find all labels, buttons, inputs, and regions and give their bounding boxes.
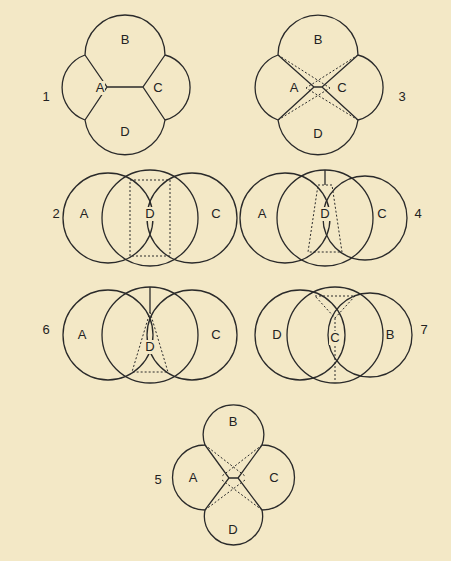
cell-label: C xyxy=(152,81,163,95)
cell-label: B xyxy=(313,33,324,47)
cell-label: B xyxy=(385,328,396,342)
cell-label: D xyxy=(312,127,323,141)
figure-number: 7 xyxy=(419,323,428,337)
cell-label: A xyxy=(188,471,199,485)
figure-number: 3 xyxy=(397,90,406,104)
cell-label: D xyxy=(227,523,238,537)
cell-label: C xyxy=(376,207,387,221)
cell-label: C xyxy=(210,207,221,221)
cell-label: C xyxy=(210,328,221,342)
figure-number: 5 xyxy=(153,473,162,487)
cell-label: C xyxy=(268,471,279,485)
figure-number: 6 xyxy=(41,323,50,337)
cell-label: C xyxy=(336,81,347,95)
cell-label: A xyxy=(95,81,106,95)
cell-label: C xyxy=(329,331,340,345)
cell-label: B xyxy=(228,415,239,429)
cell-label: A xyxy=(79,207,90,221)
cell-label: A xyxy=(257,207,268,221)
cell-label: D xyxy=(144,207,155,221)
cell-label: A xyxy=(289,81,300,95)
cell-label: A xyxy=(77,328,88,342)
figure-number: 1 xyxy=(41,90,50,104)
cell-label: D xyxy=(271,328,282,342)
cell-label: B xyxy=(120,33,131,47)
figure-number: 2 xyxy=(51,207,60,221)
cell-label: D xyxy=(319,207,330,221)
figure-number: 4 xyxy=(413,207,422,221)
cell-label: D xyxy=(119,125,130,139)
cell-label: D xyxy=(144,340,155,354)
